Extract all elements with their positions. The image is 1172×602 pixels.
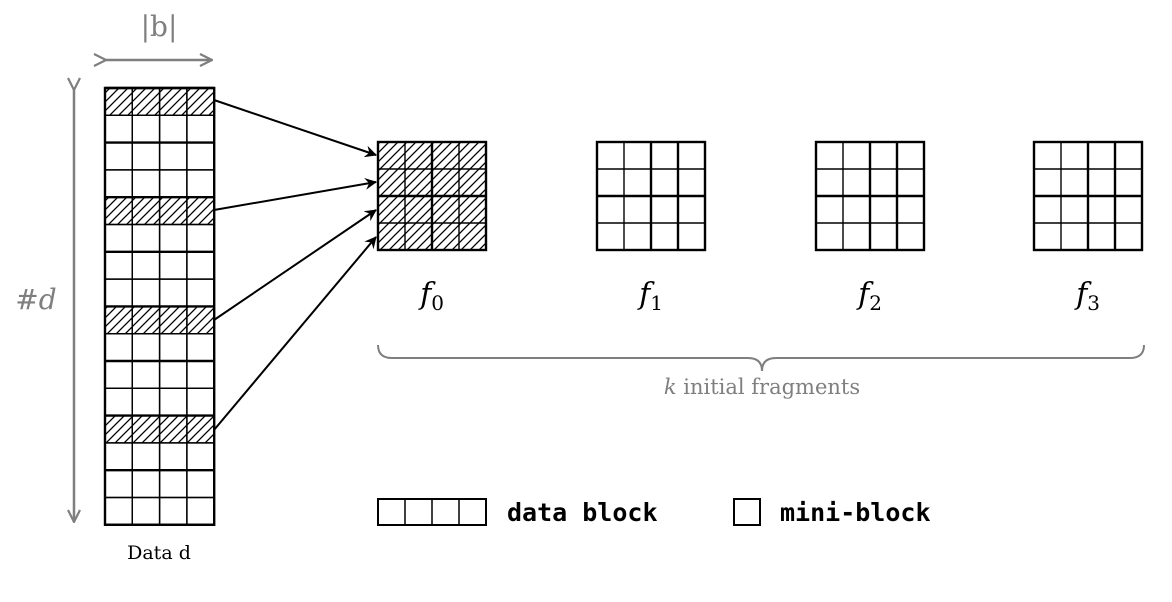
arrow-icon [213, 209, 377, 321]
mini-block [104, 387, 133, 417]
block-width-label: |b| [141, 10, 178, 43]
fragment-f3: f3 [1032, 140, 1144, 315]
mini-block [186, 333, 215, 362]
block-width-annotation: |b| [106, 10, 212, 60]
brace-label-text: initial fragments [677, 375, 861, 399]
mini-block [104, 169, 133, 198]
mini-block [186, 141, 215, 171]
mini-block [131, 469, 161, 499]
mini-block [131, 251, 161, 280]
mini-block [158, 442, 188, 471]
data-height-label: #d [15, 283, 56, 316]
mini-block [131, 223, 161, 253]
mini-block [158, 169, 188, 198]
mini-block [158, 333, 188, 362]
mini-block [186, 387, 215, 417]
mini-block [186, 469, 215, 499]
fragment-label-sub: 2 [869, 291, 882, 315]
mini-block [158, 278, 188, 308]
fragment-f0: f0 [376, 140, 488, 315]
fragment-outline [595, 140, 707, 252]
mini-block [131, 360, 161, 389]
mini-block [158, 251, 188, 280]
legend-data-block-swatch [377, 498, 487, 526]
fragment-f1: f1 [595, 140, 707, 315]
brace-label-var: k [664, 375, 677, 399]
mini-block [158, 469, 188, 499]
fragment-label: f2 [856, 277, 882, 315]
data-height-annotation: #d [15, 90, 74, 522]
legend-mini-block-label: mini-block [780, 498, 931, 527]
mini-block [186, 496, 215, 526]
fragment-label-sub: 1 [650, 291, 663, 315]
fragment-label: f3 [1074, 277, 1100, 315]
legend-mini-block-swatch [733, 498, 761, 526]
mini-block [131, 141, 161, 171]
mini-block [104, 360, 133, 389]
data-column [103, 86, 216, 526]
mini-block [131, 387, 161, 417]
mini-block [186, 278, 215, 308]
mini-block [186, 251, 215, 280]
fragments-brace: k initial fragments [377, 344, 1145, 399]
fragment-label: f1 [637, 277, 663, 315]
fragments: f0 f1 f2 f3 [376, 140, 1144, 315]
arrow-icon [213, 236, 377, 431]
fragment-outline [814, 140, 926, 252]
fragment-label-sub: 3 [1087, 291, 1100, 315]
mini-block [131, 114, 161, 144]
mini-block [158, 360, 188, 389]
mini-block [131, 333, 161, 362]
mini-block [186, 223, 215, 253]
mini-block [104, 469, 133, 499]
mini-block [158, 114, 188, 144]
mini-block [186, 114, 215, 144]
data-column-outline [103, 86, 216, 526]
mini-block [186, 360, 215, 389]
mini-block [131, 278, 161, 308]
mini-block [186, 442, 215, 471]
mini-block [158, 223, 188, 253]
brace-icon [377, 344, 1145, 372]
mini-block [104, 251, 133, 280]
mini-block [104, 496, 133, 526]
mini-block [158, 496, 188, 526]
mini-block [131, 496, 161, 526]
mini-block [158, 141, 188, 171]
mini-block [158, 387, 188, 417]
arrow-icon [213, 99, 377, 158]
mini-block [104, 114, 133, 144]
fragment-label: f0 [418, 277, 444, 315]
arrow-icon [213, 177, 377, 211]
fragment-outline [376, 140, 488, 252]
data-column-caption: Data d [127, 542, 191, 564]
mapping-arrows [213, 99, 377, 431]
legend: data block mini-block [377, 498, 931, 527]
mini-block [131, 442, 161, 471]
mini-block [104, 442, 133, 471]
mini-block [104, 141, 133, 171]
fragment-outline [1032, 140, 1144, 252]
mini-block [104, 278, 133, 308]
mini-block [104, 333, 133, 362]
legend-data-block-label: data block [507, 498, 658, 527]
fragment-f2: f2 [814, 140, 926, 315]
fragment-label-sub: 0 [431, 291, 444, 315]
mini-block [186, 169, 215, 198]
mini-block [131, 169, 161, 198]
mini-block [104, 223, 133, 253]
brace-label: k initial fragments [664, 375, 860, 399]
